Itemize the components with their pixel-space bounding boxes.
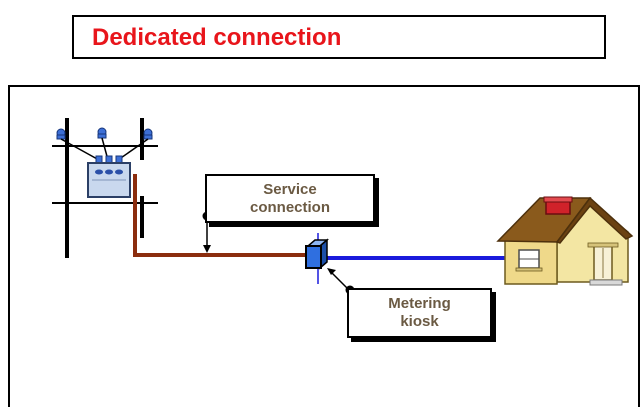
metering-kiosk-label: Metering kiosk xyxy=(347,288,492,338)
service-connection-label: Service connection xyxy=(205,174,375,223)
pole-transformer-icon xyxy=(52,118,158,258)
title-box: Dedicated connection xyxy=(72,15,606,59)
page-title: Dedicated connection xyxy=(92,24,342,51)
house-icon xyxy=(496,196,634,286)
diagram-frame xyxy=(8,85,640,407)
service-line xyxy=(133,174,306,257)
meter-kiosk-icon xyxy=(305,233,330,284)
